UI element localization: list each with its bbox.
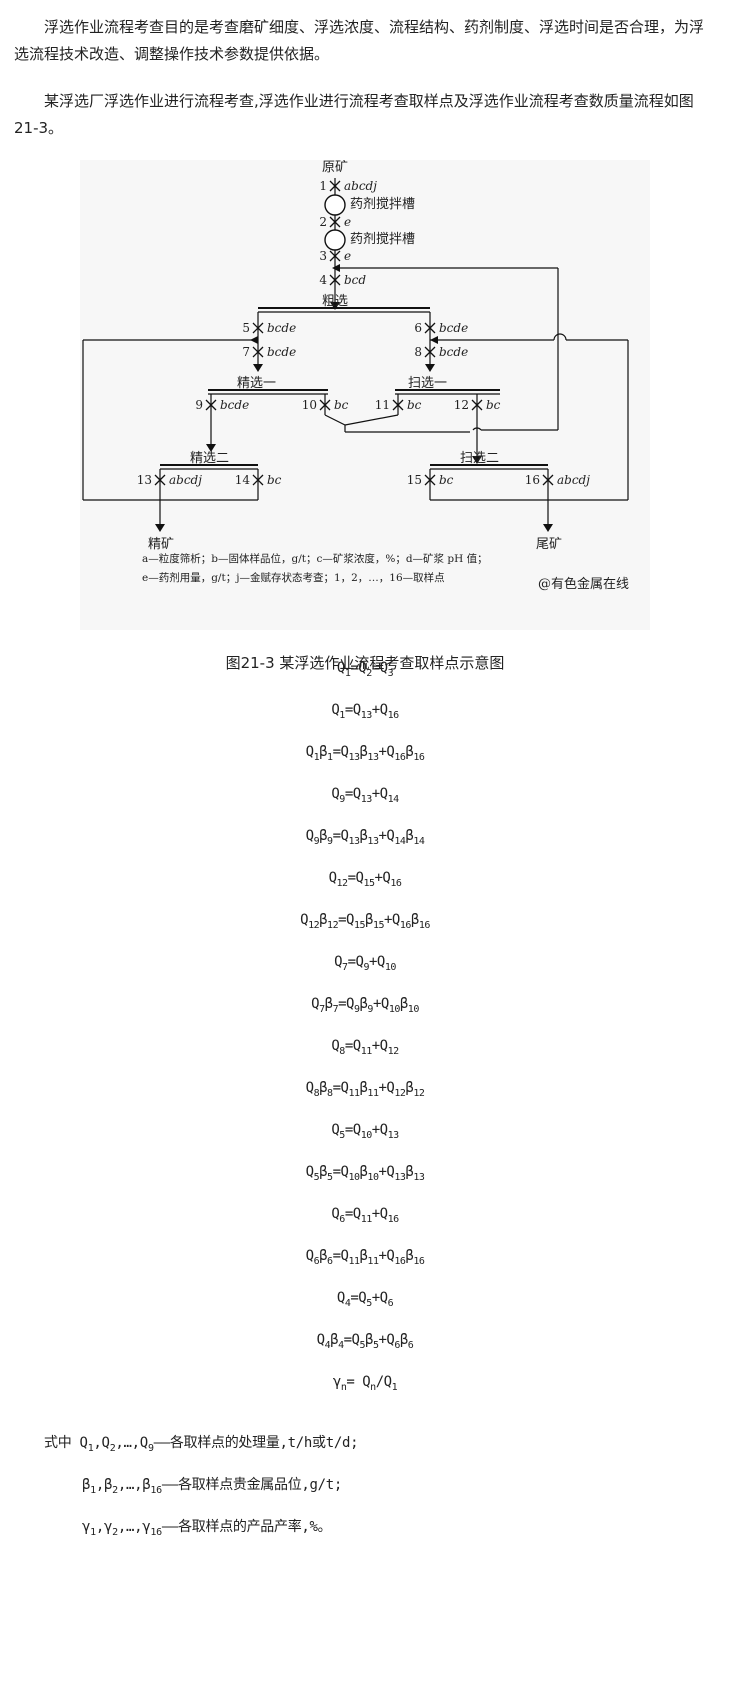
sampling-point-marker <box>424 346 436 358</box>
sampling-point-number: 13 <box>137 473 152 487</box>
equation: Q4β4=Q5β5+Q6β6 <box>316 1332 414 1351</box>
equation: Q1=Q13+Q16 <box>331 702 399 721</box>
scavenger-1-label: 扫选一 <box>408 376 447 391</box>
equation: Q7β7=Q9β9+Q10β10 <box>311 996 419 1015</box>
equation: Q12β12=Q15β15+Q16β16 <box>300 912 430 931</box>
sampling-point-marker <box>154 474 166 486</box>
sampling-point-codes: bcde <box>439 321 468 335</box>
sampling-point-codes: bcde <box>439 345 468 359</box>
equation: Q8=Q11+Q12 <box>331 1038 399 1057</box>
equation: Q5=Q10+Q13 <box>331 1122 399 1141</box>
sampling-point-number: 10 <box>302 398 317 412</box>
legend-line-1: a—粒度筛析；b—固体样品位，g/t；c—矿浆浓度，%；d—矿浆 pH 值； <box>142 552 488 565</box>
equation: Q4=Q5+Q6 <box>336 1290 394 1309</box>
definition-3: γ1,γ2,…,γ16——各取样点的产品产率,%。 <box>82 1519 332 1538</box>
watermark: @有色金属在线 <box>538 576 629 592</box>
equation: Q5β5=Q10β10+Q13β13 <box>305 1164 425 1183</box>
sampling-point-number: 9 <box>195 398 203 412</box>
sampling-point-marker <box>205 399 217 411</box>
sampling-point-marker <box>424 322 436 334</box>
sampling-point-marker <box>471 399 483 411</box>
sampling-point-marker <box>319 399 331 411</box>
sampling-point-codes: bcde <box>267 321 296 335</box>
equation: Q1β1=Q13β13+Q16β16 <box>305 744 425 763</box>
equation: Q12=Q15+Q16 <box>328 870 402 889</box>
sampling-point-marker <box>252 322 264 334</box>
sampling-point-codes: e <box>344 249 351 263</box>
sampling-point-codes: abcdj <box>169 473 202 487</box>
equation: Q8β8=Q11β11+Q12β12 <box>305 1080 425 1099</box>
intro-paragraph-2: 某浮选厂浮选作业进行流程考查,浮选作业进行流程考查取样点及浮选作业流程考查数质量… <box>14 92 694 137</box>
definition-1: 式中 Q1,Q2,…,Q9——各取样点的处理量,t/h或t/d; <box>44 1435 359 1454</box>
sampling-point-codes: abcdj <box>344 179 377 193</box>
sampling-point-marker <box>252 346 264 358</box>
stirring-tank-label-2: 药剂搅拌槽 <box>350 231 415 247</box>
intro-paragraph-1: 浮选作业流程考查目的是考查磨矿细度、浮选浓度、流程结构、药剂制度、浮选时间是否合… <box>14 18 705 63</box>
sampling-point-codes: bc <box>439 473 454 487</box>
concentrate-label: 精矿 <box>148 537 174 552</box>
equation: Q6=Q11+Q16 <box>331 1206 399 1225</box>
sampling-point-number: 4 <box>319 273 327 287</box>
sampling-point-codes: bcde <box>267 345 296 359</box>
sampling-point-number: 14 <box>235 473 251 487</box>
legend-line-2: e—药剂用量，g/t；j—金赋存状态考查；1，2，…，16—取样点 <box>142 571 445 584</box>
sampling-point-number: 2 <box>319 215 327 229</box>
sampling-point-codes: bc <box>267 473 282 487</box>
sampling-point-marker <box>392 399 404 411</box>
sampling-point-marker <box>329 180 341 192</box>
stirring-tank-icon <box>324 194 346 216</box>
sampling-point-number: 1 <box>319 179 327 193</box>
equation: Q1=Q2=Q3 <box>336 660 394 679</box>
sampling-point-codes: bc <box>334 398 349 412</box>
sampling-point-number: 5 <box>242 321 250 335</box>
sampling-point-marker <box>252 474 264 486</box>
flowsheet-diagram: 1 abcdj 2 e 3 e 4 bcd 5 bcde 6 bcde 7 bcde 8 bcde 9 bcde 1… <box>80 160 650 630</box>
sampling-point-number: 7 <box>242 345 250 359</box>
sampling-point-number: 15 <box>407 473 422 487</box>
sampling-point-marker <box>424 474 436 486</box>
cleaner-2-label: 精选二 <box>190 451 229 466</box>
sampling-point-codes: bcd <box>344 273 366 287</box>
sampling-point-number: 12 <box>454 398 469 412</box>
sampling-point-number: 6 <box>414 321 422 335</box>
stirring-tank-icon <box>324 229 346 251</box>
equation: Q7=Q9+Q10 <box>334 954 396 973</box>
sampling-point-marker <box>329 216 341 228</box>
cleaner-1-label: 精选一 <box>237 376 276 391</box>
stirring-tank-label-1: 药剂搅拌槽 <box>350 196 415 212</box>
sampling-point-marker <box>329 250 341 262</box>
equation: Q9β9=Q13β13+Q14β14 <box>305 828 425 847</box>
tailing-label: 尾矿 <box>536 537 562 552</box>
equation: Q9=Q13+Q14 <box>331 786 399 805</box>
definition-2: β1,β2,…,β16——各取样点贵金属品位,g/t; <box>82 1477 343 1496</box>
equation: γn= Qn/Q1 <box>332 1374 398 1393</box>
sampling-point-marker <box>329 274 341 286</box>
sampling-point-codes: bc <box>486 398 501 412</box>
equation: Q6β6=Q11β11+Q16β16 <box>305 1248 425 1267</box>
sampling-point-codes: bcde <box>220 398 249 412</box>
sampling-point-number: 8 <box>414 345 422 359</box>
definition-prefix: 式中 <box>44 1435 72 1451</box>
sampling-point-codes: e <box>344 215 351 229</box>
sampling-point-codes: bc <box>407 398 422 412</box>
sampling-point-number: 11 <box>375 398 390 412</box>
sampling-point-number: 16 <box>525 473 540 487</box>
sampling-point-number: 3 <box>319 249 327 263</box>
rougher-label: 粗选 <box>322 294 348 309</box>
ore-feed-label: 原矿 <box>322 160 348 175</box>
sampling-point-codes: abcdj <box>557 473 590 487</box>
scavenger-2-label: 扫选二 <box>460 451 499 466</box>
sampling-point-marker <box>542 474 554 486</box>
figure-caption: 图21-3 某浮选作业流程考查取样点示意图 <box>225 654 505 672</box>
